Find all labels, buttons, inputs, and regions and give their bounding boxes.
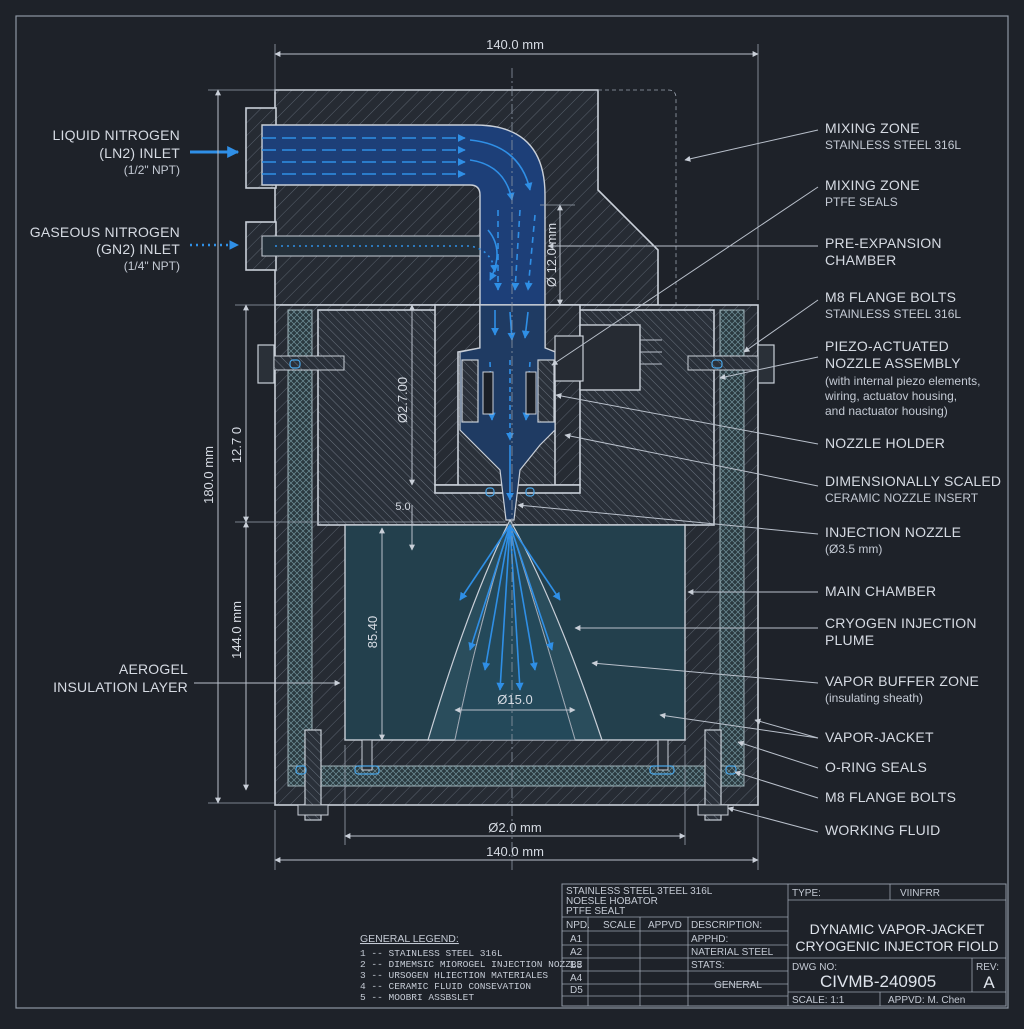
dim-inner-width: Ø2.0 mm: [488, 820, 541, 835]
legend-item: 2 -- DIMEMSIC MIOROGEL INJECTION NOZZLE: [360, 959, 583, 970]
svg-text:MAIN CHAMBER: MAIN CHAMBER: [825, 583, 936, 599]
svg-text:NOZZLE HOLDER: NOZZLE HOLDER: [825, 435, 945, 451]
label-mixing-zone-ss: MIXING ZONE STAINLESS STEEL 316L: [685, 120, 961, 160]
dim-nozzle-gap: 5.0: [395, 501, 410, 513]
aerogel-insulation-bottom: [288, 766, 744, 786]
ln2-inlet-size: (1/2" NPT): [124, 163, 180, 177]
svg-text:CERAMIC NOZZLE INSERT: CERAMIC NOZZLE INSERT: [825, 491, 979, 505]
svg-text:CRYOGEN INJECTION: CRYOGEN INJECTION: [825, 615, 977, 631]
tb-stats: STATS:: [691, 960, 725, 971]
tb-dwg-no: CIVMB-240905: [820, 972, 936, 991]
label-m8-bolts-bottom: M8 FLANGE BOLTS: [735, 772, 956, 805]
tb-type-label: TYPE:: [792, 888, 821, 899]
label-working-fluid: WORKING FLUID: [728, 808, 940, 838]
svg-text:O-RING SEALS: O-RING SEALS: [825, 759, 927, 775]
tb-row: A4: [570, 973, 583, 984]
legend-title: GENERAL LEGEND:: [360, 933, 459, 945]
gn2-inlet-label: GASEOUS NITROGEN: [30, 224, 180, 240]
tb-scale: SCALE: 1:1: [792, 995, 845, 1006]
svg-text:NOZZLE ASSEMBLY: NOZZLE ASSEMBLY: [825, 355, 961, 371]
tb-appvd-by: APPVD: M. Chen: [888, 995, 965, 1006]
aerogel-label: AEROGEL: [119, 661, 188, 677]
dim-upper-section: 12.7 0: [229, 427, 244, 463]
svg-text:STAINLESS STEEL 316L: STAINLESS STEEL 316L: [825, 307, 961, 321]
tb-title-line1: DYNAMIC VAPOR-JACKET: [810, 921, 985, 937]
svg-text:M8 FLANGE BOLTS: M8 FLANGE BOLTS: [825, 289, 956, 305]
svg-text:PLUME: PLUME: [825, 632, 874, 648]
svg-text:DIMENSIONALLY SCALED: DIMENSIONALLY SCALED: [825, 473, 1001, 489]
ln2-inlet-label-2: (LN2) INLET: [99, 145, 180, 161]
svg-text:M8 FLANGE BOLTS: M8 FLANGE BOLTS: [825, 789, 956, 805]
tb-row: B3: [570, 960, 583, 971]
tb-col-appvd: APPVD: [648, 920, 682, 931]
aerogel-insulation-right: [720, 310, 744, 775]
legend-item: 4 -- CERAMIC FLUID CONSEVATION: [360, 981, 531, 992]
title-block: STAINLESS STEEL 3TEEL 316L NOESLE HOBATO…: [562, 884, 1006, 1006]
gn2-inlet-label-2: (GN2) INLET: [96, 241, 180, 257]
svg-text:MIXING ZONE: MIXING ZONE: [825, 177, 920, 193]
tb-description-label: DESCRIPTION:: [691, 920, 762, 931]
svg-text:PTFE SEALS: PTFE SEALS: [825, 195, 898, 209]
upper-head-block: [246, 90, 676, 305]
dim-top-width: 140.0 mm: [486, 37, 544, 52]
legend-item: 3 -- URSOGEN HLIECTION MATERIALES: [360, 970, 548, 981]
legend-item: 5 -- MOOBRI ASSBSLET: [360, 992, 474, 1003]
svg-text:wiring, actuatov housing,: wiring, actuatov housing,: [824, 389, 957, 403]
svg-text:WORKING FLUID: WORKING FLUID: [825, 822, 940, 838]
tb-viewer: VIINFRR: [900, 888, 940, 899]
legend-item: 1 -- STAINLESS STEEL 316L: [360, 948, 503, 959]
svg-text:VAPOR BUFFER ZONE: VAPOR BUFFER ZONE: [825, 673, 979, 689]
svg-text:(Ø3.5 mm): (Ø3.5 mm): [825, 542, 882, 556]
gn2-inlet-size: (1/4" NPT): [124, 259, 180, 273]
tb-general: GENERAL: [714, 980, 762, 991]
tb-rev: A: [983, 973, 995, 992]
aerogel-label-2: INSULATION LAYER: [53, 679, 188, 695]
svg-text:MIXING ZONE: MIXING ZONE: [825, 120, 920, 136]
tb-title-line2: CRYOGENIC INJECTOR FIOLD: [795, 938, 998, 954]
svg-text:and nactuator housing): and nactuator housing): [825, 404, 948, 418]
svg-text:PRE-EXPANSION: PRE-EXPANSION: [825, 235, 942, 251]
svg-text:VAPOR-JACKET: VAPOR-JACKET: [825, 729, 934, 745]
dim-chamber-depth: 85.40: [365, 616, 380, 649]
svg-text:(with internal piezo elements,: (with internal piezo elements,: [825, 374, 980, 388]
tb-col-no: NPD.: [566, 920, 590, 931]
general-legend: GENERAL LEGEND: 1 -- STAINLESS STEEL 316…: [360, 933, 583, 1003]
dim-height-total: 180.0 mm: [201, 446, 216, 504]
dim-height-lower: 144.0 mm: [229, 601, 244, 659]
svg-text:(insulating sheath): (insulating sheath): [825, 691, 923, 705]
svg-text:PIEZO-ACTUATED: PIEZO-ACTUATED: [825, 338, 949, 354]
dim-bottom-width: 140.0 mm: [486, 844, 544, 859]
dim-holder-dia: Ø2.7.00: [395, 377, 410, 423]
tb-apphd: APPHD:: [691, 934, 728, 945]
label-o-ring-seals: O-RING SEALS: [738, 742, 927, 775]
tb-material: NATERIAL STEEL: [691, 947, 774, 958]
svg-text:INJECTION NOZZLE: INJECTION NOZZLE: [825, 524, 961, 540]
tb-col-scale: SCALE: [603, 920, 636, 931]
svg-text:STAINLESS STEEL 316L: STAINLESS STEEL 316L: [825, 138, 961, 152]
ln2-inlet-label: LIQUID NITROGEN: [53, 127, 180, 143]
dim-plume-dia: Ø15.0: [497, 692, 532, 707]
tb-row: D5: [570, 985, 583, 996]
tb-row: A2: [570, 947, 583, 958]
tb-material-3: PTFE SEALT: [566, 906, 625, 917]
aerogel-insulation-left: [288, 310, 312, 775]
dim-bore: Ø 12.0 mm: [544, 223, 559, 287]
tb-row: A1: [570, 934, 583, 945]
svg-text:CHAMBER: CHAMBER: [825, 252, 896, 268]
tb-rev-label: REV:: [976, 962, 999, 973]
